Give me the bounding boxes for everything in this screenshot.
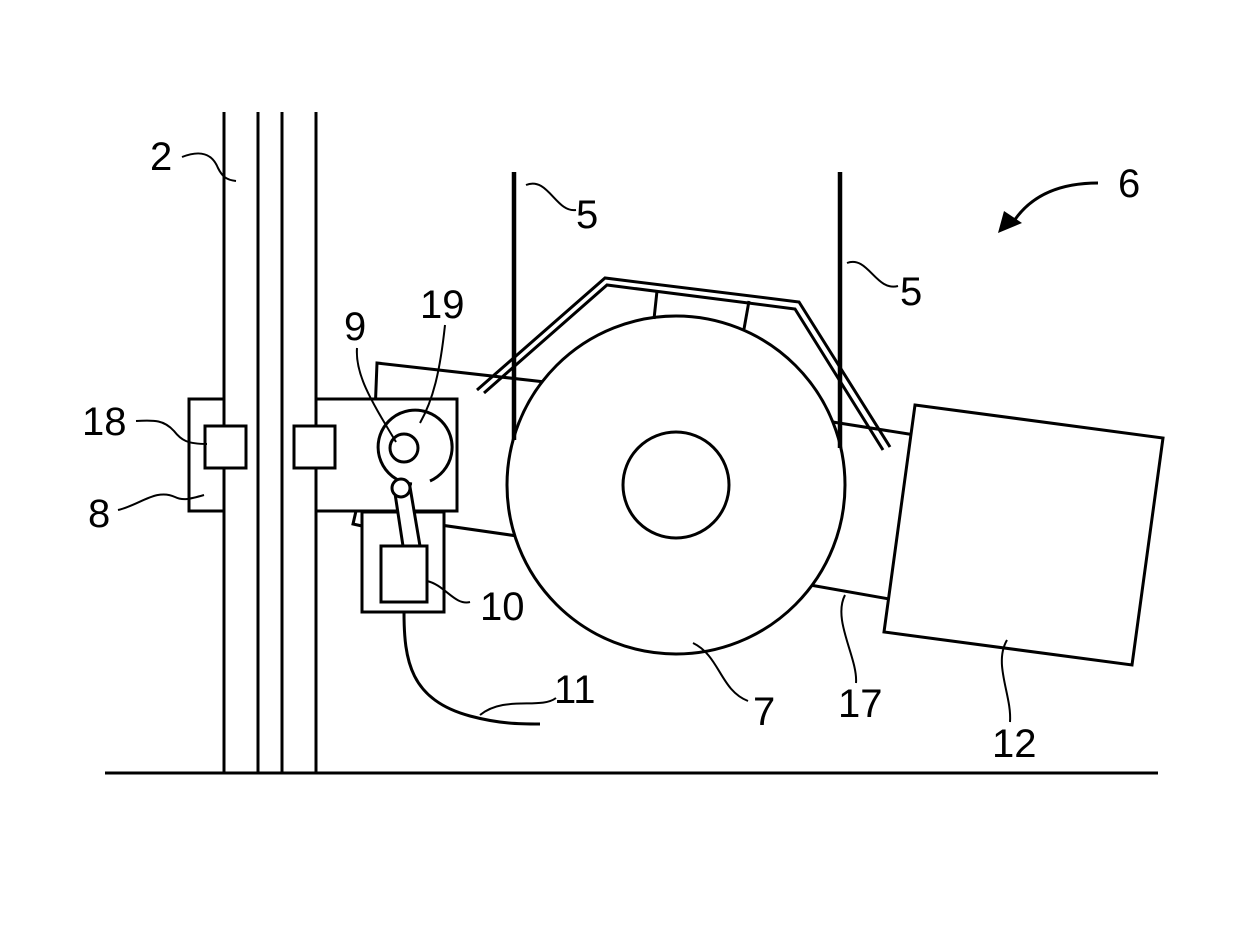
label-12: 12 bbox=[992, 722, 1037, 766]
actuator-10 bbox=[360, 477, 446, 614]
drum-hub bbox=[621, 430, 731, 540]
label-6: 6 bbox=[1118, 162, 1140, 206]
label-19: 19 bbox=[420, 283, 465, 327]
label-10: 10 bbox=[480, 585, 525, 629]
leader-lines bbox=[117, 152, 1012, 723]
label-7: 7 bbox=[753, 690, 775, 734]
label-17: 17 bbox=[838, 682, 883, 726]
label-8: 8 bbox=[88, 492, 110, 536]
label-5-left: 5 bbox=[576, 193, 598, 237]
label-11: 11 bbox=[554, 668, 596, 712]
box-12 bbox=[882, 403, 1165, 667]
sensor-18 bbox=[203, 424, 248, 470]
label-9: 9 bbox=[344, 305, 366, 349]
cable-11 bbox=[402, 611, 541, 726]
assembly-arrow bbox=[998, 181, 1099, 233]
carriage bbox=[187, 397, 248, 513]
label-18: 18 bbox=[82, 400, 127, 444]
label-5-right: 5 bbox=[900, 270, 922, 314]
reference-labels: 2 5 5 6 19 9 18 8 10 11 7 17 12 bbox=[82, 135, 1140, 766]
label-2: 2 bbox=[150, 135, 172, 179]
pivot-9 bbox=[388, 432, 420, 464]
